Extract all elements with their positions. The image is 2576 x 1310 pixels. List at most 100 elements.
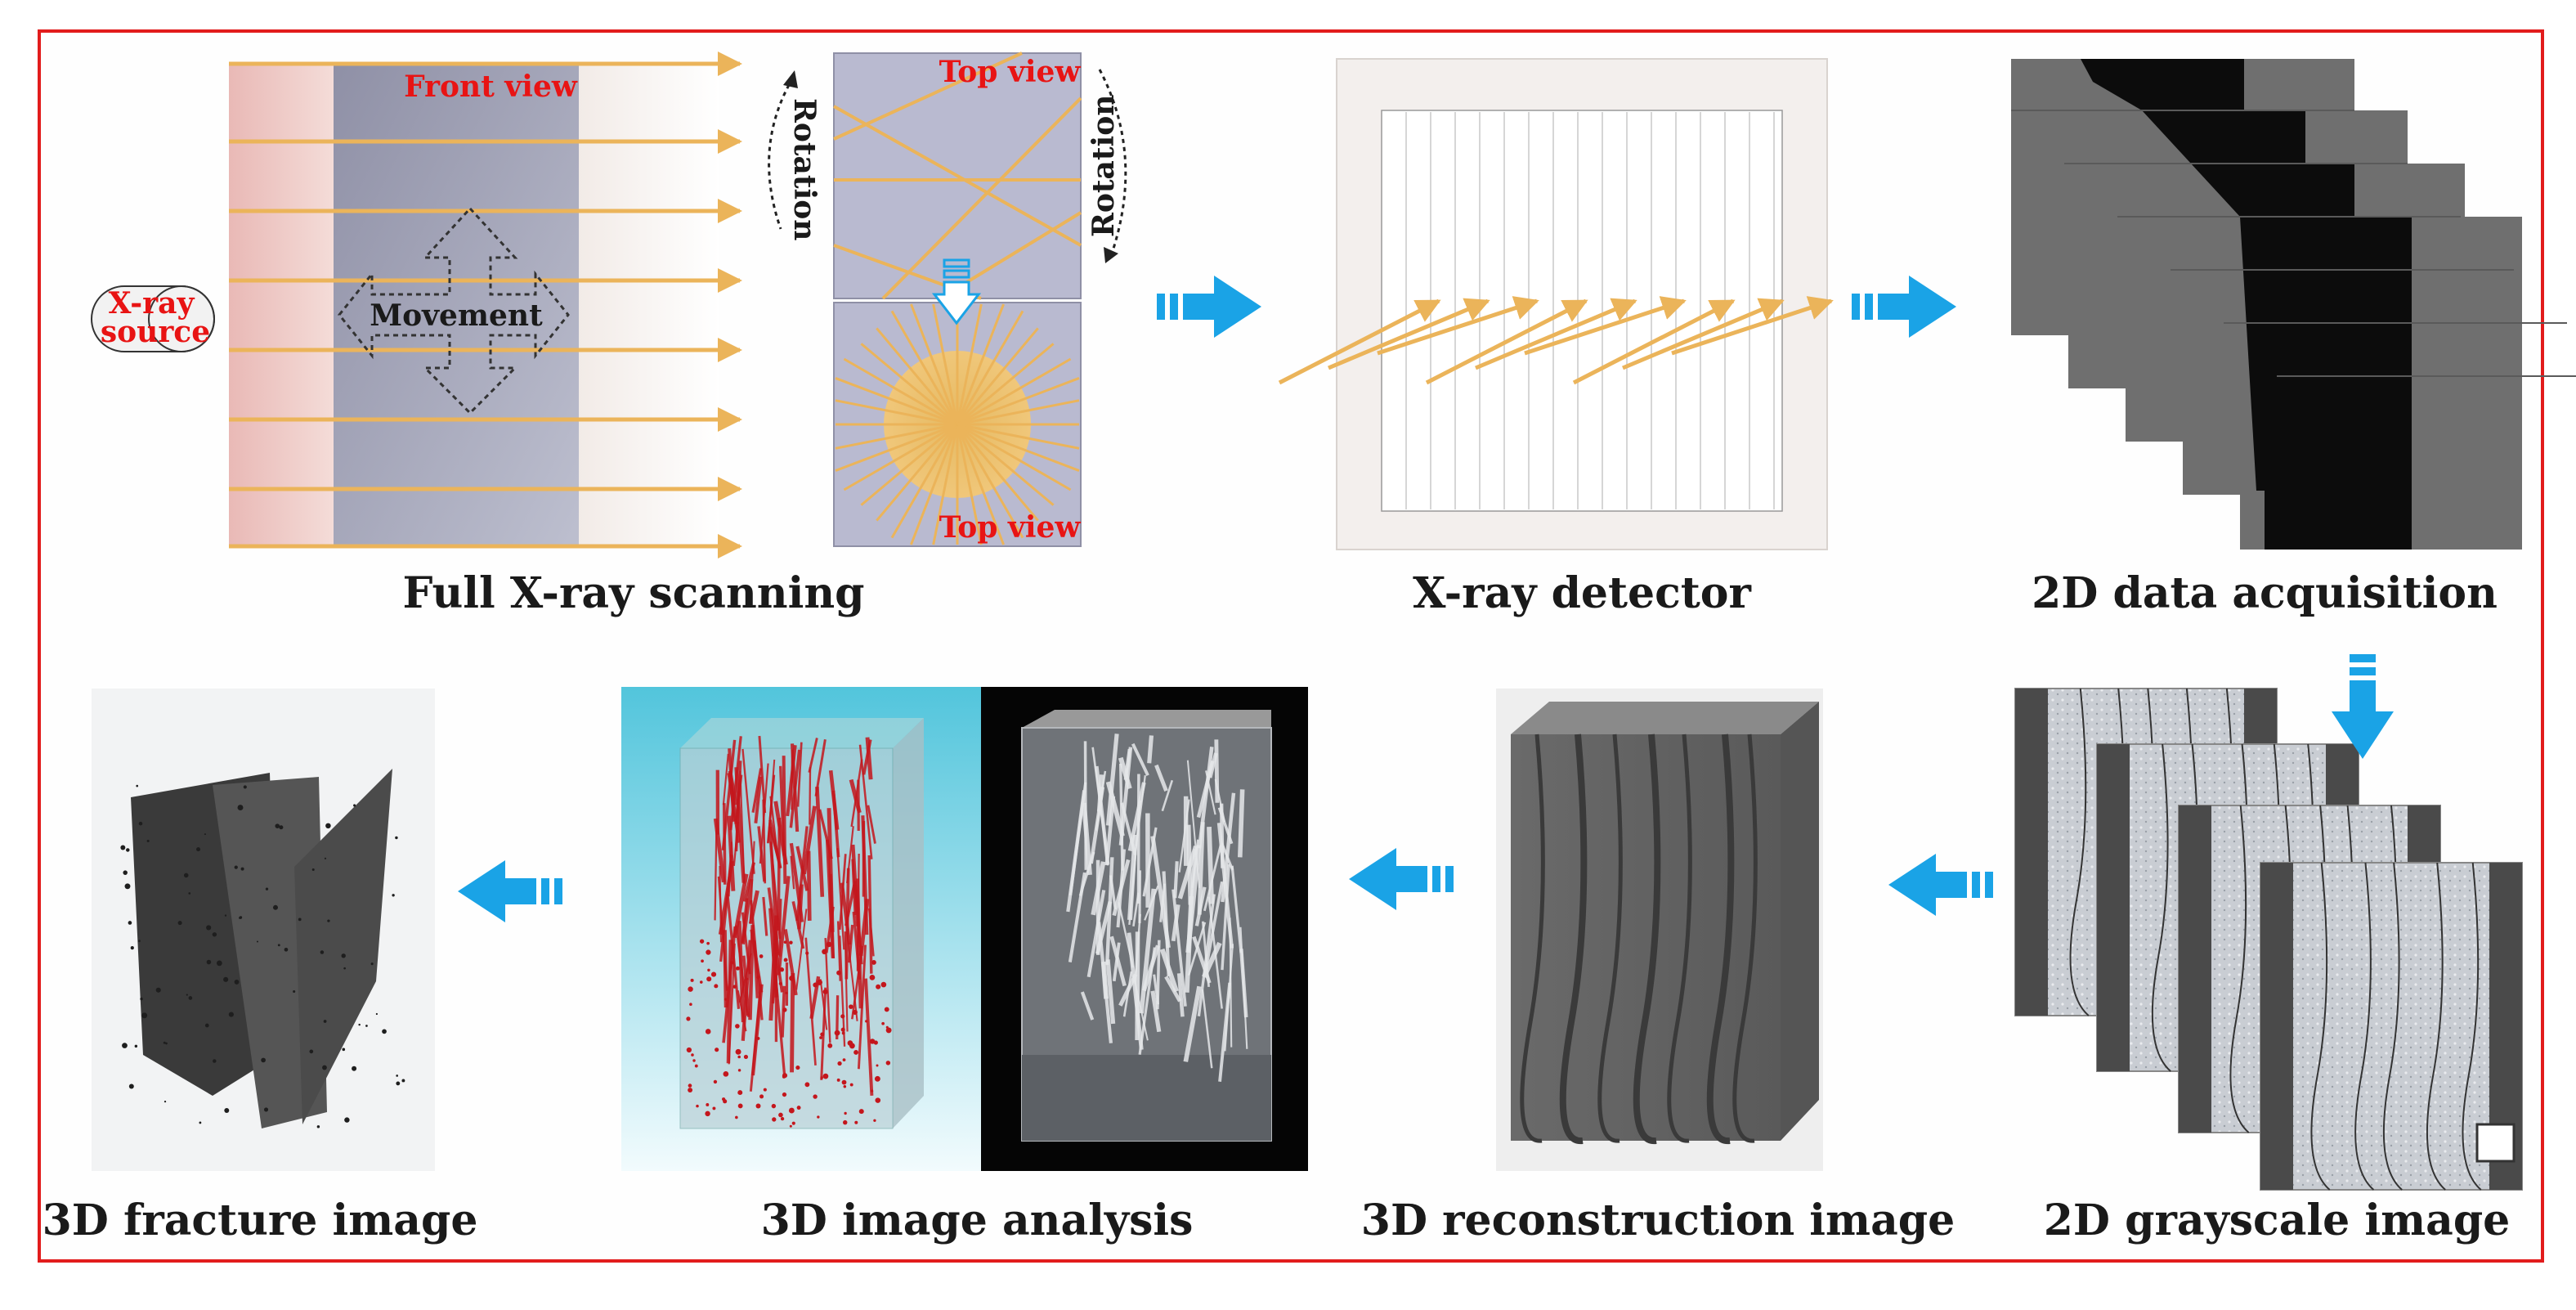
fracture-speck — [841, 1079, 847, 1085]
fracture-speck — [723, 1099, 728, 1104]
fracture-speck — [732, 985, 737, 989]
scale-marker — [2475, 1123, 2516, 1163]
fracture-speck — [706, 941, 710, 945]
fracture-speck — [885, 1061, 891, 1065]
front-view-rays — [229, 52, 742, 559]
fracture-speck — [213, 1059, 217, 1063]
fracture-speck — [847, 1040, 853, 1046]
fracture-segment — [1118, 747, 1133, 846]
fracture-speck — [696, 1104, 699, 1108]
ct-slice-border — [2260, 863, 2293, 1190]
fracture-speck — [140, 997, 143, 1001]
fracture-segment — [1207, 896, 1223, 1009]
ct-fracture-trace — [2354, 862, 2375, 1191]
fracture-segment — [815, 787, 825, 897]
fracture-segment — [1183, 985, 1202, 1062]
fracture-segment — [722, 753, 729, 805]
fracture-segment — [759, 763, 769, 864]
fracture-segment — [802, 805, 817, 875]
striped-arrow-icon — [1852, 276, 1956, 338]
fracture-speck — [375, 1012, 378, 1016]
fracture-segment — [1097, 922, 1113, 1043]
fracture-segment — [713, 818, 726, 883]
xray-source-label: X-ray — [109, 286, 195, 321]
xray-beam — [833, 105, 1082, 247]
fracture-speck — [186, 994, 188, 996]
fracture-segment — [723, 930, 728, 1008]
fracture-speck — [165, 1042, 168, 1045]
fracture-speck — [352, 1065, 357, 1071]
fracture-speck — [805, 951, 809, 955]
xray-beam — [956, 303, 1005, 425]
fracture-speck — [136, 784, 139, 787]
xray-beam — [956, 327, 1039, 425]
fracture-speck — [392, 894, 395, 897]
fracture-speck — [234, 980, 240, 985]
caption-3d-image-analysis: 3D image analysis — [761, 1196, 1194, 1245]
fracture-speck — [819, 1036, 822, 1039]
fracture-speck — [146, 839, 150, 842]
xray-beam — [1475, 298, 1637, 370]
fracture-speck — [820, 1076, 823, 1079]
fracture-segment — [1128, 800, 1142, 926]
fracture-speck — [188, 892, 191, 895]
fracture-speck — [237, 805, 244, 811]
xray-source-label: source — [101, 315, 210, 349]
fracture-speck — [322, 1065, 327, 1070]
fracture-speck — [327, 919, 330, 922]
fracture-segment — [867, 805, 876, 844]
fracture-speck — [715, 1048, 719, 1052]
xray-beam — [956, 424, 983, 545]
caption-xray-detector: X-ray detector — [1413, 568, 1751, 618]
fracture-speck — [396, 1074, 399, 1077]
fracture-segment — [1147, 735, 1154, 764]
fracture-segment — [778, 765, 786, 856]
fracture-segment — [1214, 739, 1220, 803]
fracture-speck — [137, 940, 141, 943]
ct-fracture-trace — [2426, 862, 2446, 1191]
fracture-speck — [206, 925, 212, 931]
fracture-segment — [1153, 974, 1160, 1005]
fracture-segment — [853, 881, 863, 965]
fracture-speck — [706, 949, 711, 955]
fracture-segment — [737, 989, 747, 1032]
fracture-speck — [382, 1029, 387, 1034]
fracture-speck — [737, 1090, 743, 1096]
reconstruction-panel: 3D reconstruction image — [1361, 689, 1955, 1245]
fracture-speck — [141, 1012, 148, 1019]
xray-beam — [956, 357, 1072, 426]
xray-beam — [1328, 298, 1490, 370]
fracture-speck — [370, 962, 374, 966]
fracture-segment — [824, 937, 831, 1043]
fracture-segment — [1221, 864, 1230, 971]
xray-beam — [956, 310, 1024, 425]
ct-slice-border — [2179, 805, 2211, 1133]
fracture-speck — [311, 868, 315, 872]
xray-beam — [956, 424, 1024, 539]
xray-source: X-ray source — [91, 285, 215, 352]
fracture-speck — [284, 947, 289, 952]
rotation-arrowhead — [1104, 247, 1118, 263]
fracture-speck — [263, 1107, 269, 1112]
flow-arrows — [458, 276, 2394, 922]
top-view-label: Top view — [939, 510, 1082, 545]
fracture-speck — [243, 785, 247, 789]
fracture-speck — [884, 1007, 889, 1012]
xray-beam — [1572, 298, 1736, 385]
fracture-speck — [778, 981, 782, 985]
fracture-segment — [742, 862, 756, 902]
xray-beam — [860, 343, 958, 426]
fracture-speck — [735, 1048, 741, 1055]
striped-arrow-icon — [1888, 854, 1993, 916]
xray-beam — [1671, 296, 1834, 356]
striped-arrow-icon — [1349, 848, 1454, 910]
rotation-label-right: Rotation — [1086, 95, 1121, 237]
fracture-segment — [831, 790, 840, 858]
fracture-segment — [781, 985, 786, 1038]
fracture-speck — [239, 917, 241, 919]
fracture-segment — [791, 901, 805, 949]
fracture-speck — [272, 904, 278, 910]
fracture-speck — [876, 1064, 879, 1067]
ct-fracture-trace — [2151, 743, 2171, 1072]
fracture-speck — [279, 825, 284, 830]
